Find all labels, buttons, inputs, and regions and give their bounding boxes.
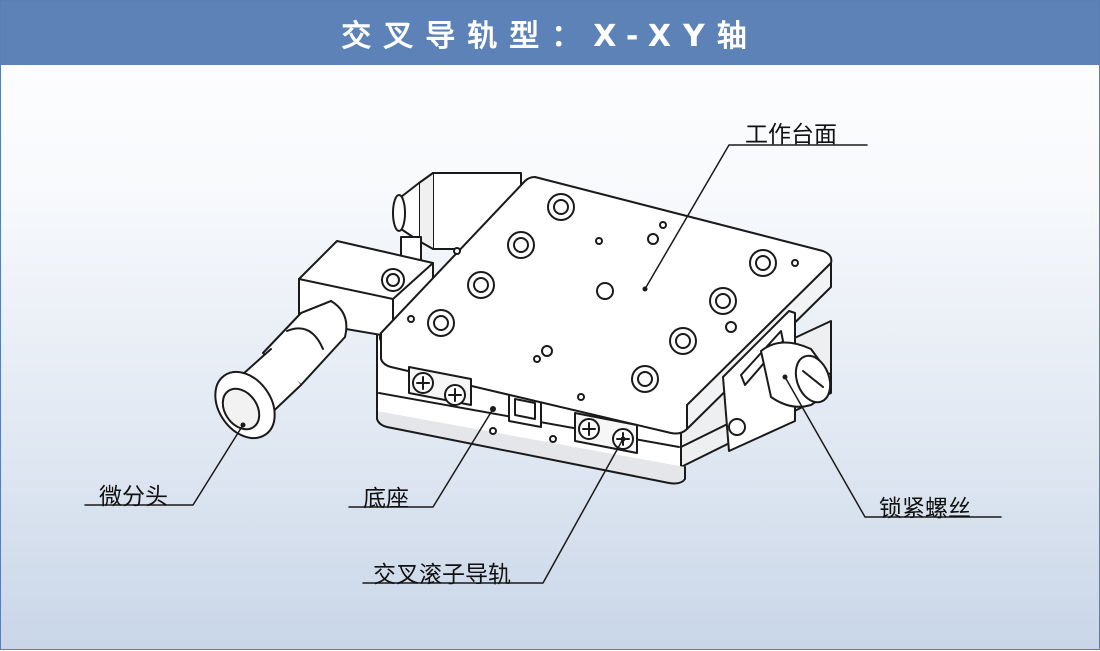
lock-screw [722,310,832,452]
rear-micrometer-block [392,172,522,264]
leader-micrometer [84,424,244,506]
label-cross-roller-guide: 交叉滚子导轨 [373,562,511,588]
leader-base [348,408,494,508]
leader-cross-roller [362,438,624,584]
label-micrometer: 微分头 [99,484,168,510]
callout-leaders [84,144,1002,584]
title-bar: 交叉导轨型：X-XY轴 [1,1,1099,65]
micrometer-head [214,300,348,440]
page-title: 交叉导轨型：X-XY轴 [341,19,759,54]
leader-table-top [644,144,868,290]
leader-lock-screw [784,376,1002,518]
label-table-top: 工作台面 [745,122,837,148]
table-screw-holes [407,193,799,401]
label-base: 底座 [363,486,409,512]
label-lock-screw: 锁紧螺丝 [879,496,971,522]
